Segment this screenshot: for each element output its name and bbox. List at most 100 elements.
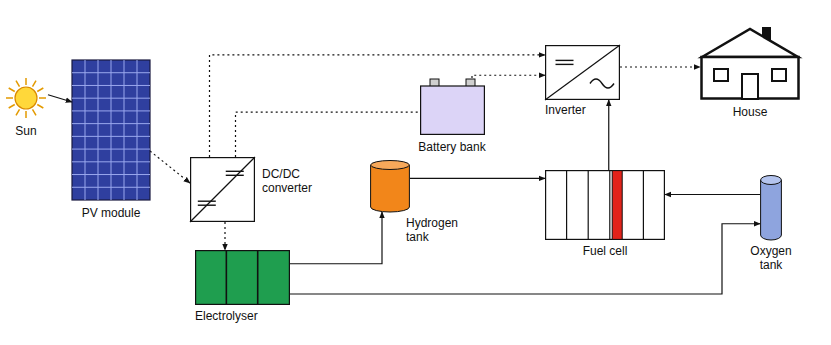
flow-connector — [665, 194, 760, 195]
sun-ray — [37, 105, 43, 109]
fuel-cell-plate — [566, 170, 567, 240]
flow-connector — [620, 66, 700, 67]
flow-connector — [150, 151, 190, 183]
node-label: Oxygen tank — [739, 244, 803, 272]
node-label: Sun — [15, 124, 36, 138]
tank-top — [371, 161, 410, 170]
pv-cell-line — [72, 123, 150, 124]
node-label: Electrolyser — [195, 309, 258, 323]
flow-connector — [290, 212, 382, 264]
pv-cell-line — [111, 60, 112, 200]
tank-body — [761, 180, 782, 240]
flow-connector — [608, 100, 609, 170]
sun-ray — [25, 111, 27, 118]
flow-connector — [48, 95, 72, 102]
tank-body — [371, 165, 410, 212]
fuel-cell-block: Fuel cell — [545, 170, 665, 240]
sun-ray — [39, 97, 46, 99]
flow-connector — [410, 178, 545, 179]
dc-symbol — [198, 204, 216, 205]
dc-symbol — [226, 175, 244, 176]
sun-ray — [16, 81, 20, 87]
dc-symbol — [556, 64, 574, 65]
pv-cell-line — [72, 110, 150, 111]
shape-group — [190, 157, 255, 222]
converter-box — [191, 158, 255, 222]
shape-group — [545, 45, 620, 100]
pv-cell-line — [85, 60, 86, 200]
node-label: Fuel cell — [583, 244, 628, 258]
pv-cell-line — [72, 187, 150, 188]
flow-connector — [290, 224, 760, 294]
fuel-cell-plate — [609, 170, 610, 240]
pv-module: PV module — [72, 60, 150, 200]
node-label: DC/DC converter — [262, 167, 332, 195]
converter-diagonal — [190, 157, 255, 222]
flow-connector — [224, 222, 225, 250]
node-label: PV module — [82, 206, 141, 220]
node-shape — [420, 78, 485, 135]
sun-ray — [16, 109, 20, 115]
sun-ray — [6, 97, 13, 99]
shape-group — [546, 170, 665, 240]
pv-cell-line — [72, 174, 150, 175]
sun-ray — [25, 78, 27, 85]
electrolyser-cell — [257, 250, 259, 305]
electrolyser-body — [196, 251, 290, 305]
node-label: House — [733, 105, 768, 119]
sun-ray — [33, 81, 37, 87]
dc-symbol — [556, 60, 574, 61]
node-label: Hydrogen tank — [406, 216, 470, 244]
node-label: Battery bank — [418, 140, 485, 154]
pv-cell-line — [72, 98, 150, 99]
pv-panel — [72, 60, 150, 200]
inverter-box — [546, 46, 620, 100]
pv-cell-line — [124, 60, 125, 200]
sun-ray — [37, 88, 43, 92]
inverter-block: Inverter — [545, 45, 620, 100]
house-window — [714, 69, 728, 81]
fuel-cell-plate — [588, 170, 589, 240]
sun-disc — [15, 87, 37, 109]
electrolyser-block: Electrolyser — [195, 250, 290, 305]
shape-group — [702, 27, 799, 99]
tank-top — [761, 176, 782, 185]
battery-body — [421, 86, 485, 134]
house-icon: House — [700, 25, 800, 100]
fuel-cell-plate — [643, 170, 644, 240]
pv-cell-line — [72, 72, 150, 73]
sun-ray — [9, 105, 15, 109]
pv-cell-line — [72, 85, 150, 86]
node-shape — [370, 160, 410, 212]
node-label: Inverter — [545, 103, 586, 117]
pv-cell-line — [98, 60, 99, 200]
pv-cell-line — [72, 149, 150, 150]
shape-group — [72, 60, 150, 200]
shape-group — [6, 78, 46, 118]
fuel-cell-box — [546, 171, 665, 240]
flow-connector — [210, 55, 546, 157]
node-shape — [195, 250, 290, 305]
node-shape — [700, 25, 800, 100]
dc-symbol — [198, 200, 216, 201]
inverter-diagonal — [545, 45, 620, 100]
pv-cell-line — [72, 136, 150, 137]
flow-connector — [236, 112, 421, 157]
shape-group — [371, 161, 410, 213]
dc-symbol — [226, 171, 244, 172]
converter-block: DC/DC converter — [190, 157, 255, 222]
ac-symbol — [590, 79, 614, 88]
house-window — [772, 69, 786, 81]
node-shape — [760, 175, 782, 240]
node-shape — [4, 78, 48, 126]
shape-group — [196, 250, 290, 305]
pv-cell-line — [137, 60, 138, 200]
oxygen-tank: Oxygen tank — [760, 175, 782, 240]
membrane — [612, 171, 622, 240]
electrolyser-cell — [226, 250, 228, 305]
house-wall — [702, 57, 799, 99]
node-shape — [72, 60, 150, 200]
node-shape — [545, 45, 620, 100]
